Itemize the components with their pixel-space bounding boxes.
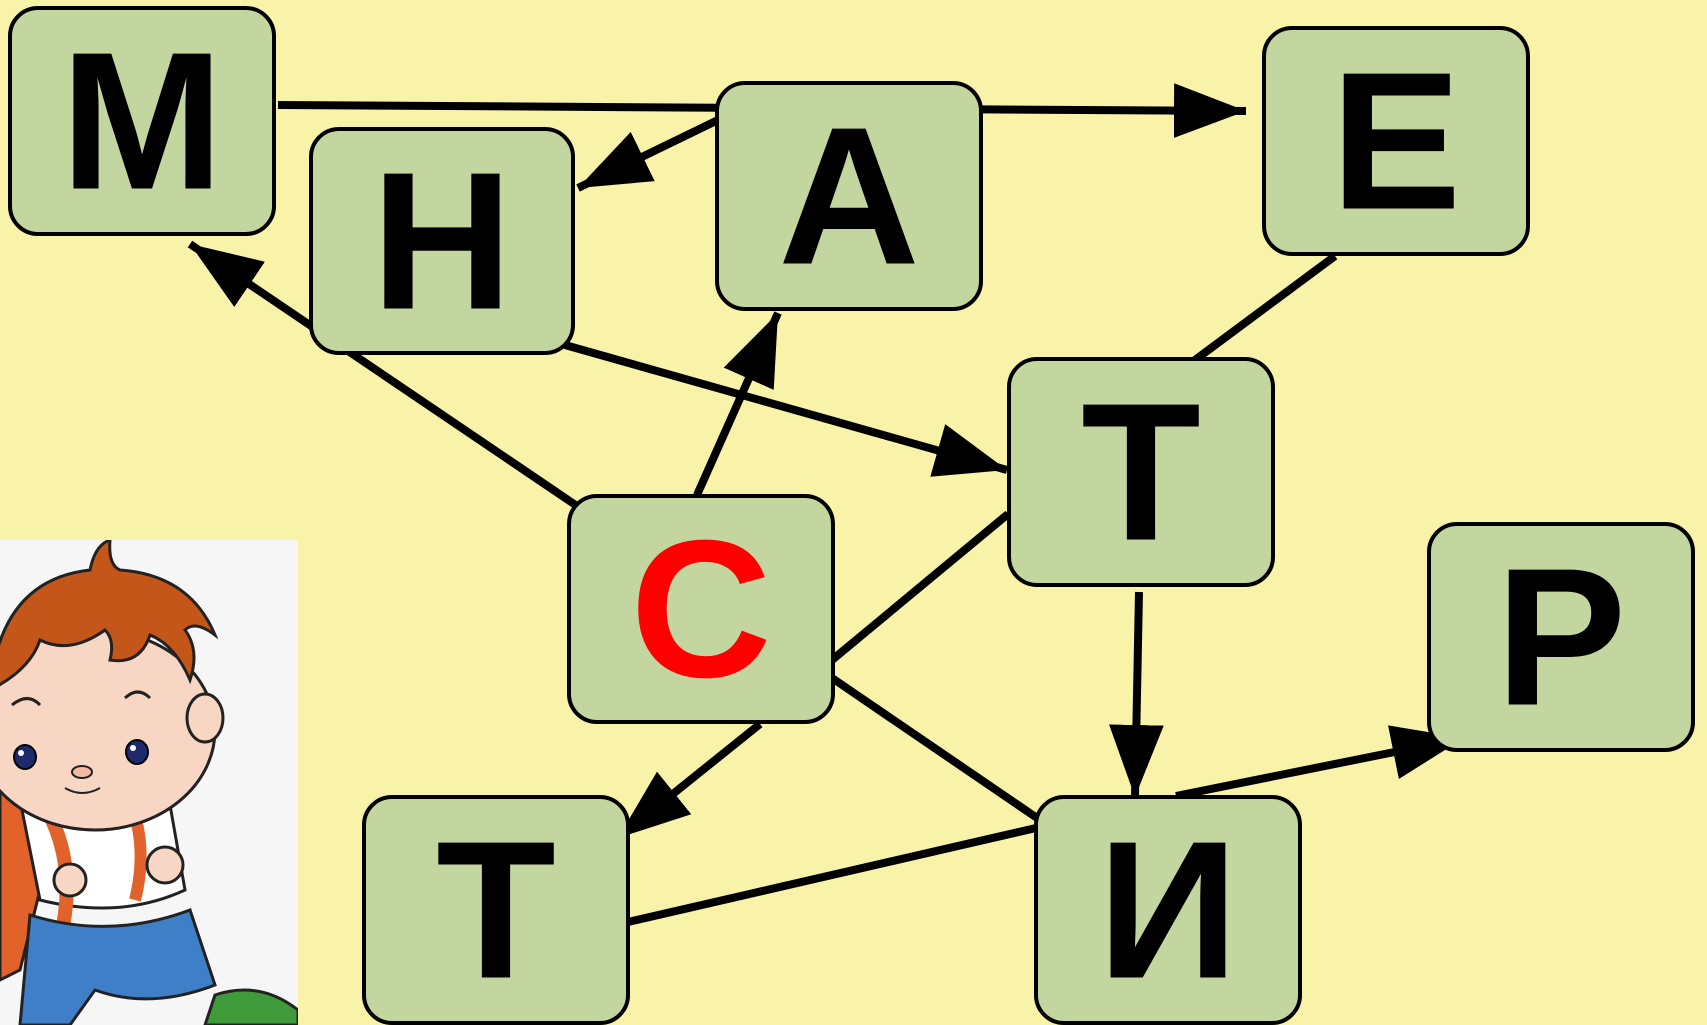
tile-letter-highlighted: С: [630, 500, 772, 719]
tile-letter: А: [778, 87, 920, 306]
edge-c-i: [829, 674, 1043, 824]
tile-letter: Р: [1496, 528, 1627, 747]
tile-letter: М: [60, 12, 223, 231]
edge-t2-i: [627, 824, 1037, 926]
tile-m: М: [8, 6, 276, 236]
tile-letter: Т: [436, 801, 556, 1020]
boy-with-backpack-icon: [0, 537, 300, 1025]
edge-c-m: [187, 240, 583, 512]
tile-i: И: [1034, 795, 1302, 1025]
tile-p: Р: [1427, 522, 1695, 752]
tile-letter: И: [1098, 801, 1239, 1020]
edge-a-n: [576, 116, 720, 192]
edge-i-p: [1175, 725, 1465, 800]
tile-letter: Т: [1081, 363, 1201, 582]
tile-c: С: [567, 494, 835, 724]
tile-n: Н: [309, 127, 575, 355]
edge-t1-i: [1109, 591, 1164, 798]
edge-t1-c: [829, 510, 1011, 664]
tile-e: Е: [1262, 26, 1530, 256]
tile-t-bottom: Т: [362, 795, 630, 1025]
edge-n-t1: [563, 341, 1009, 477]
edge-c-t2: [615, 720, 763, 842]
tile-letter: Е: [1331, 32, 1462, 251]
edge-c-a: [693, 311, 782, 497]
edges: [187, 83, 1465, 926]
tile-t-top: Т: [1007, 357, 1275, 587]
illustration-panel: [0, 537, 300, 1025]
tile-letter: Н: [371, 132, 513, 351]
edge-e-t1: [1192, 252, 1338, 364]
tile-a: А: [715, 81, 983, 311]
